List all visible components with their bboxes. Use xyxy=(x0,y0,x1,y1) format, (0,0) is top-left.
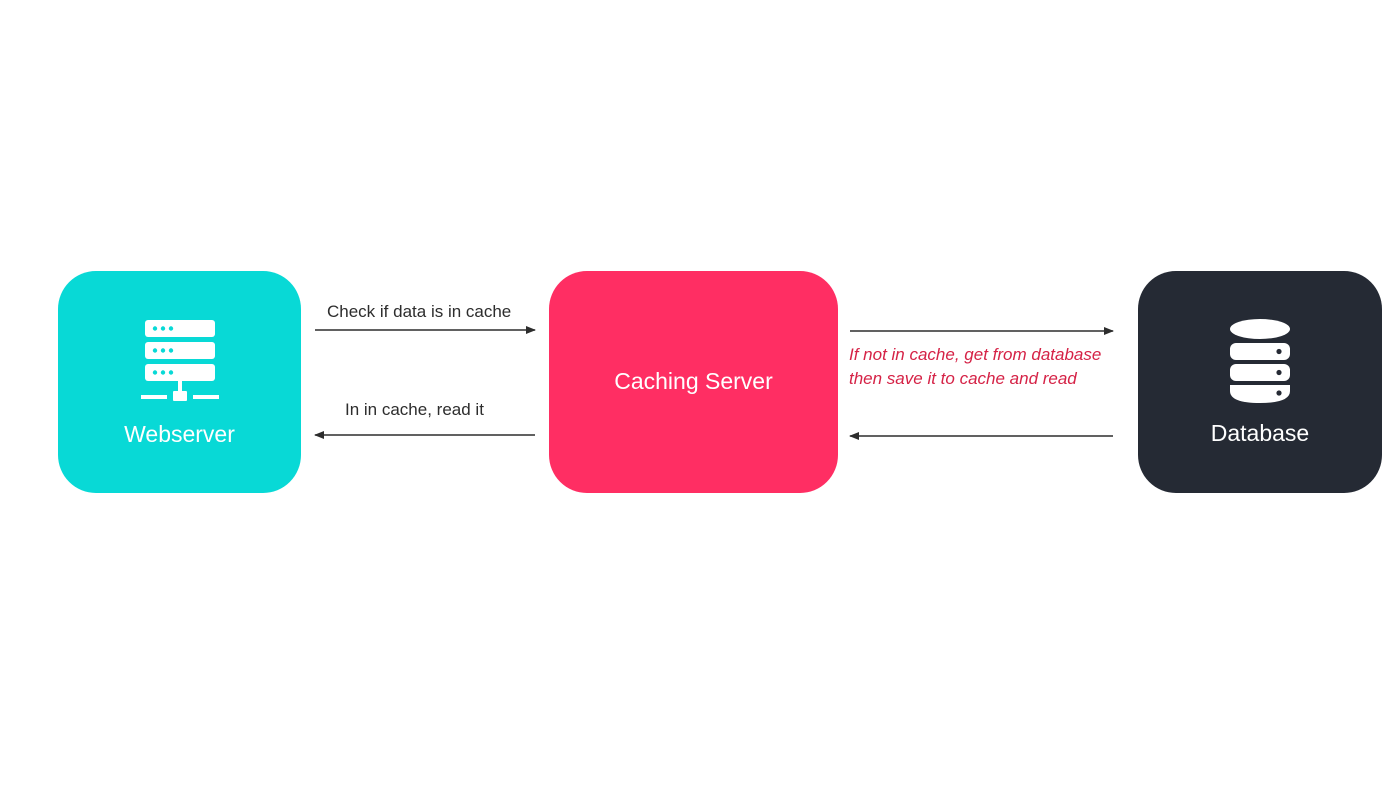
webserver-label: Webserver xyxy=(124,421,235,447)
database-node: Database xyxy=(1138,271,1382,493)
database-label: Database xyxy=(1210,420,1310,446)
database-icon-wrap xyxy=(1138,317,1382,405)
webserver-icon-wrap xyxy=(58,319,301,405)
caching-server-label: Caching Server xyxy=(614,368,773,394)
edge-label-check: Check if data is in cache xyxy=(327,302,512,321)
caching-server-node: Caching Server xyxy=(549,271,838,493)
edge-label-read: In in cache, read it xyxy=(345,400,484,419)
webserver-node: Webserver xyxy=(58,271,301,493)
database-cylinder-icon xyxy=(1230,319,1290,403)
edge-label-miss: If not in cache, get from database then … xyxy=(849,345,1102,388)
server-rack-icon xyxy=(140,320,219,401)
